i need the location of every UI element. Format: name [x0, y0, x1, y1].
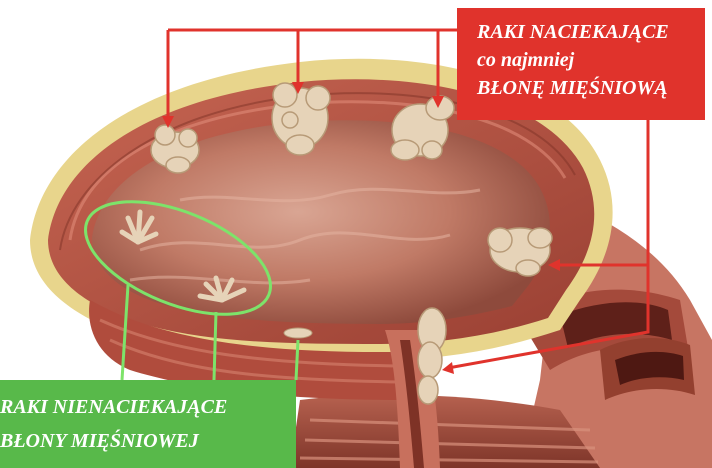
non-invasive-cancer-label: RAKI NIENACIEKAJĄCE BŁONY MIĘŚNIOWEJ [0, 380, 296, 468]
invasive-label-line-1: RAKI NACIEKAJĄCE [477, 18, 697, 46]
noninvasive-label-line-1: RAKI NIENACIEKAJĄCE [0, 390, 296, 424]
invasive-cancer-label: RAKI NACIEKAJĄCE co najmniej BŁONĘ MIĘŚN… [457, 8, 705, 120]
invasive-label-line-3: BŁONĘ MIĘŚNIOWĄ [477, 74, 697, 102]
noninvasive-label-line-2: BŁONY MIĘŚNIOWEJ [0, 424, 296, 458]
invasive-label-line-2: co najmniej [477, 46, 697, 74]
tumor-noninvasive-3 [284, 328, 312, 338]
